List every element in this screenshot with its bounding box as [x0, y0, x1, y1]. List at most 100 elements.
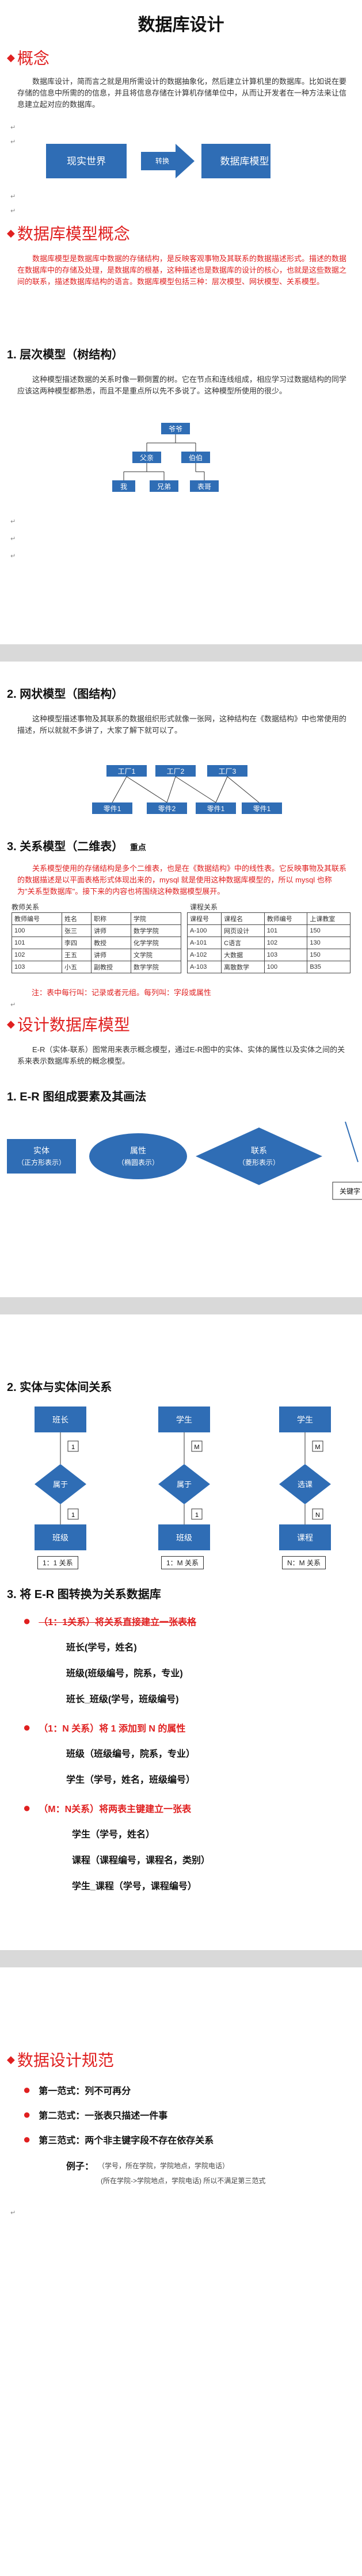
convert-bullet-3: ● （M：N关系）将两表主键建立一张表: [23, 1801, 191, 1816]
cardinality-label: M: [194, 1444, 199, 1451]
net-node-part: [147, 802, 187, 814]
table-cell: 大数据: [221, 949, 265, 961]
net-node-label: 零件2: [158, 805, 176, 813]
entity-relations-diagram: 班长 1 属于 1 班级 学生 M 属于 1 班级: [35, 1407, 331, 1550]
tree-node: [132, 452, 161, 463]
entity-label: 班级: [176, 1533, 192, 1542]
convert-bullet-text: （1：1关系）将关系直接建立一张表格: [39, 1618, 197, 1627]
paragraph-mark-icon: ↵: [10, 536, 16, 542]
bullet-icon: ●: [23, 1614, 31, 1628]
tree-node-label: 伯伯: [189, 453, 203, 462]
paragraph-mark-icon: ↵: [10, 193, 16, 200]
heading-concept-text: 概念: [17, 49, 49, 67]
norm-item-1: ● 第一范式：列不可再分: [23, 2082, 131, 2097]
er-entity-shape: [7, 1139, 76, 1174]
table-note: 注：表中每行叫：记录或者元组。每列叫：字段或属性: [32, 988, 212, 997]
table-cell: 副教授: [90, 961, 131, 973]
paragraph-mark-icon: ↵: [10, 1002, 16, 1008]
cardinality-label: 1: [71, 1444, 75, 1451]
example-line: (所在学院->学院地点，学院电话) 所以不满足第三范式: [101, 2177, 266, 2185]
table-cell: B35: [307, 961, 350, 973]
bullet-icon: ●: [23, 2082, 31, 2097]
table-cell: 文学院: [130, 949, 182, 961]
table-header-cell: 姓名: [62, 912, 92, 925]
paragraph-mark-icon: ↵: [10, 139, 16, 146]
tree-node: [181, 452, 210, 463]
table-cell: 103: [264, 949, 308, 961]
net-node-factory: [155, 765, 196, 777]
heading-design-text: 设计数据库模型: [17, 1016, 130, 1034]
table-cell: 离散数学: [221, 961, 265, 973]
example-line: （学号，所在学院，学院地点，学院电话）: [98, 2162, 230, 2170]
schema-line: 学生_课程（学号，课程编号）: [72, 1882, 197, 1891]
schema-line: 班长_班级(学号，班级编号): [66, 1695, 179, 1704]
table-cell: C语言: [221, 937, 265, 949]
diagram-caption: N：M 关系: [282, 1556, 326, 1569]
table-cell: 小五: [62, 961, 92, 973]
bullet-icon: ●: [23, 2132, 31, 2146]
er-attribute-label: 属性: [130, 1146, 146, 1155]
norm-text: 第二范式：一张表只描述一件事: [39, 2111, 168, 2121]
entity-label: 课程: [297, 1533, 313, 1542]
norm-item-3: ● 第三范式：两个非主键字段不存在依存关系: [23, 2132, 214, 2147]
entity-label: 班级: [52, 1533, 68, 1542]
flow-box-right: [201, 144, 270, 178]
bullet-icon: ●: [23, 1720, 31, 1734]
table-cell: 101: [264, 924, 308, 937]
table2-caption: 课程关系: [190, 903, 218, 911]
net-node-label: 零件1: [104, 805, 121, 813]
table-cell: 103: [11, 961, 63, 973]
net-node-part: [92, 802, 132, 814]
net-node-part: [242, 802, 282, 814]
er-relationship-label: 联系: [251, 1146, 267, 1155]
table-cell: 150: [307, 949, 350, 961]
key-box-label: 关键字: [340, 1187, 360, 1195]
relation-diagram-1-1: 班长 1 属于 1 班级: [35, 1407, 86, 1550]
diagram-caption: 1：1 关系: [37, 1556, 78, 1569]
table-row: 103 小五 副教授 数学学院: [11, 961, 182, 973]
norm-item-2: ● 第二范式：一张表只描述一件事: [23, 2107, 167, 2122]
net-node-label: 零件1: [253, 805, 271, 813]
page-1: 数据库设计 ◆ 概念 数据库设计，简而言之就是用所需设计的数据抽象化，然后建立计…: [0, 0, 362, 644]
heading-net-model: 2. 网状模型（图结构）: [7, 688, 124, 701]
table-cell: 讲师: [90, 949, 131, 961]
table-row: A-101 C语言 102 130: [186, 937, 350, 949]
table-cell: 数学学院: [130, 961, 182, 973]
er-attribute-sublabel: （椭圆表示）: [117, 1158, 159, 1167]
net-paragraph: 这种模型描述事物及其联系的数据组织形式就像一张网，这种结构在《数据结构》中也常使…: [17, 714, 347, 735]
er-entity-sublabel: （正方形表示）: [17, 1158, 66, 1167]
table-header-cell: 教师编号: [11, 912, 63, 925]
table-cell: A-102: [186, 949, 222, 961]
er-relationship-sublabel: （菱形表示）: [238, 1159, 280, 1167]
entity-box: [158, 1407, 210, 1432]
flow-right-label: 数据库模型: [220, 156, 269, 167]
net-node-label: 工厂2: [167, 767, 185, 775]
entity-label: 班长: [52, 1415, 68, 1424]
schema-line: 课程（课程编号，课程名，类别）: [72, 1856, 211, 1866]
heading-model-text: 数据库模型概念: [17, 225, 130, 243]
table-cell: 102: [11, 949, 63, 961]
flow-arrow-icon: [141, 144, 195, 178]
table-cell: 化学学院: [130, 937, 182, 949]
document-title: 数据库设计: [138, 16, 224, 35]
table-header-row: 课程号 课程名 教师编号 上课教室: [186, 912, 350, 925]
net-node-factory: [106, 765, 147, 777]
convert-bullet-text: （M：N关系）将两表主键建立一张表: [39, 1805, 192, 1814]
entity-box: [158, 1524, 210, 1550]
convert-bullet-text: （1：N 关系）将 1 添加到 N 的属性: [39, 1724, 186, 1734]
entity-label: 学生: [297, 1415, 313, 1424]
relation-label: 选课: [298, 1480, 313, 1489]
bullet-icon: ◆: [7, 1018, 15, 1030]
entity-box: [279, 1407, 331, 1432]
flow-left-label: 现实世界: [67, 156, 106, 167]
page-4: ◆ 数据设计规范 ● 第一范式：列不可再分 ● 第二范式：一张表只描述一件事 ●…: [0, 1967, 362, 2576]
table-cell: 李四: [62, 937, 92, 949]
bullet-icon: ◆: [7, 51, 15, 63]
heading-rel-model: 3. 关系模型（二维表） 重点: [7, 837, 146, 854]
paragraph-mark-icon: ↵: [10, 2210, 16, 2216]
table-header-cell: 教师编号: [264, 912, 308, 925]
schema-line: 班级(班级编号，院系，专业): [66, 1669, 183, 1679]
concept-flow-diagram: 现实世界 转换 数据库模型: [46, 144, 270, 178]
table-cell: 王五: [62, 949, 92, 961]
table-cell: 网页设计: [221, 924, 265, 937]
